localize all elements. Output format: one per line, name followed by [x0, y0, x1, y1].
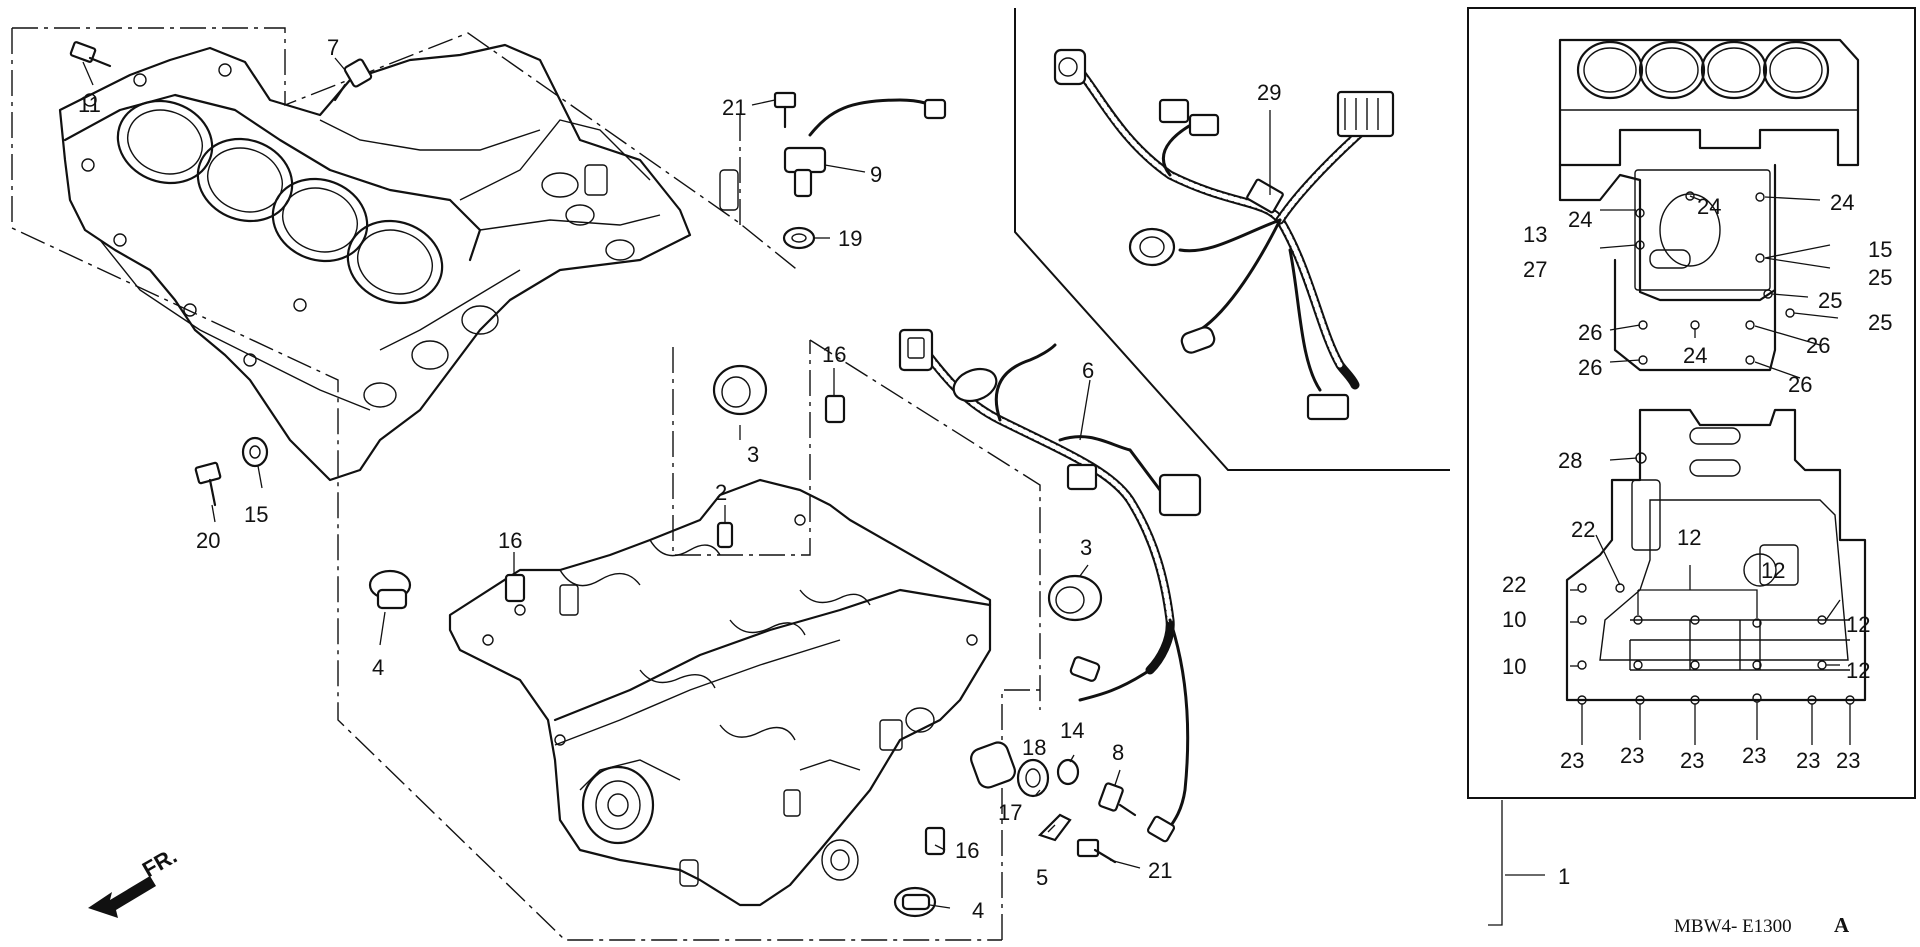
callout-10-b: 10 [1502, 654, 1526, 679]
callout-5: 5 [1036, 865, 1048, 890]
upper-case-view [1558, 38, 1860, 372]
callout-12-a: 12 [1677, 525, 1701, 550]
callout-23-c: 23 [1680, 748, 1704, 773]
bushing-17 [970, 741, 1016, 789]
callout-13: 13 [1523, 222, 1547, 247]
callout-7: 7 [327, 35, 339, 60]
switch-8 [1098, 782, 1137, 817]
callout-26-b: 26 [1806, 333, 1830, 358]
assembly-outline [11, 27, 1041, 941]
diagram-code: MBW4- E1300 [1674, 916, 1792, 937]
leader-1 [1488, 800, 1503, 926]
bolt-20 [194, 461, 222, 507]
callout-23-b: 23 [1620, 743, 1644, 768]
plug-4-upper [368, 569, 412, 610]
dowel-2 [716, 521, 734, 549]
callout-26-a: 26 [1578, 320, 1602, 345]
callout-labels: 11 7 21 9 19 16 3 2 16 15 20 4 6 3 14 8 … [78, 35, 1892, 937]
callout-14: 14 [1060, 718, 1084, 743]
washer-14 [1056, 758, 1080, 786]
clamp-5 [1037, 813, 1072, 842]
callout-1: 1 [1558, 864, 1570, 889]
oil-pressure-switch-7 [333, 58, 373, 102]
callout-24-d: 24 [1683, 343, 1707, 368]
washer-15 [241, 436, 269, 468]
callout-23-f: 23 [1836, 748, 1860, 773]
callout-12-d: 12 [1846, 658, 1870, 683]
callout-2: 2 [715, 480, 727, 505]
sub-harness-29 [1053, 48, 1395, 421]
callout-28: 28 [1558, 448, 1582, 473]
small-parts [69, 41, 1137, 918]
front-arrow-icon [88, 876, 156, 918]
bolt-11 [69, 41, 112, 68]
callout-24-c: 24 [1830, 190, 1854, 215]
callout-15-inset: 15 [1868, 237, 1892, 262]
callout-21-lower: 21 [1148, 858, 1172, 883]
lower-crankcase [448, 478, 992, 907]
callout-22-a: 22 [1571, 517, 1595, 542]
sub-harness-inset [1014, 8, 1450, 471]
callout-17: 17 [998, 800, 1022, 825]
callout-29: 29 [1257, 80, 1281, 105]
callout-23-a: 23 [1560, 748, 1584, 773]
bolt-21-upper [773, 91, 797, 129]
callout-24-b: 24 [1697, 194, 1721, 219]
callout-23-e: 23 [1796, 748, 1820, 773]
callout-27: 27 [1523, 257, 1547, 282]
upper-crankcase [58, 43, 739, 482]
callout-25-c: 25 [1868, 310, 1892, 335]
callout-6: 6 [1082, 358, 1094, 383]
callout-26-d: 26 [1788, 372, 1812, 397]
callout-21-upper: 21 [722, 95, 746, 120]
callout-8: 8 [1112, 740, 1124, 765]
wire-harness-6 [898, 328, 1202, 843]
callout-23-d: 23 [1742, 743, 1766, 768]
callout-4-lower: 4 [972, 898, 984, 923]
callout-22-b: 22 [1502, 572, 1526, 597]
callout-26-c: 26 [1578, 355, 1602, 380]
main-leader-lines [82, 57, 1271, 909]
front-label: FR. [138, 843, 181, 882]
washer-19 [782, 226, 816, 250]
inset-leader-lines [1570, 195, 1851, 745]
callout-25-b: 25 [1818, 288, 1842, 313]
callout-25-a: 25 [1868, 265, 1892, 290]
crankcase-bolt-pattern-inset [1467, 7, 1916, 799]
callout-16-middle: 16 [498, 528, 522, 553]
callout-12-b: 12 [1761, 558, 1785, 583]
callout-4-upper: 4 [372, 655, 384, 680]
dowel-16-middle [504, 573, 526, 603]
callout-9: 9 [870, 162, 882, 187]
callout-19: 19 [838, 226, 862, 251]
callout-24-a: 24 [1568, 207, 1592, 232]
bearing-18 [1016, 758, 1050, 798]
callout-16-upper: 16 [822, 342, 846, 367]
callout-3-upper: 3 [747, 442, 759, 467]
dowel-16-upper [824, 394, 846, 424]
dowel-16-lower [924, 826, 946, 856]
grommet-3-lower [1047, 574, 1103, 622]
callout-11: 11 [78, 92, 101, 117]
callout-18: 18 [1022, 735, 1046, 760]
callout-20: 20 [196, 528, 220, 553]
callout-10-a: 10 [1502, 607, 1526, 632]
callout-3-lower: 3 [1080, 535, 1092, 560]
callout-12-c: 12 [1846, 612, 1870, 637]
sensor-9 [783, 98, 947, 198]
lower-case-view [1565, 408, 1867, 705]
callout-15-main: 15 [244, 502, 268, 527]
grommet-3-upper [712, 364, 768, 416]
plug-4-lower [893, 886, 937, 918]
callout-16-lower: 16 [955, 838, 979, 863]
bolt-21-lower [1076, 838, 1117, 864]
diagram-code-suffix: A [1834, 913, 1850, 937]
